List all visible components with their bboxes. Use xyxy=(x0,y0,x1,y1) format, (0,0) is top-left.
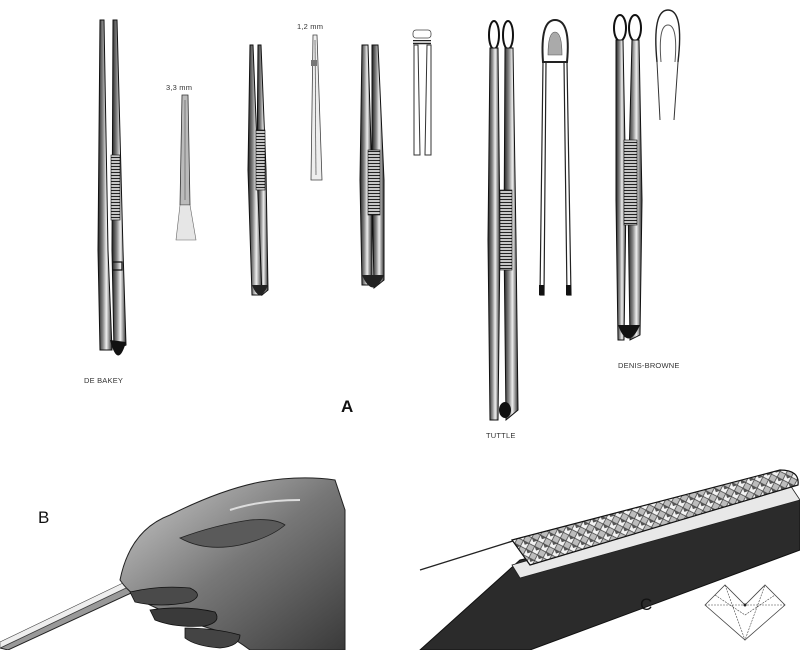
panel-letter-c: C xyxy=(640,595,652,615)
diamond-pattern-icon xyxy=(705,585,785,640)
tip-detail-cup-icon xyxy=(413,30,431,155)
label-de-bakey: DE BAKEY xyxy=(84,376,123,385)
de-bakey-forceps-icon xyxy=(98,20,126,356)
label-denis-browne: DENIS-BROWNE xyxy=(618,361,680,370)
dissecting-forceps-icon xyxy=(248,45,268,295)
panel-b-hand-grip: B xyxy=(0,470,345,650)
label-tuttle: TUTTLE xyxy=(486,431,516,440)
serrated-handle-illustration xyxy=(420,470,800,650)
tuttle-tip-detail-icon xyxy=(539,20,571,295)
tip-detail-1-2mm-icon xyxy=(311,35,322,180)
panel-a-forceps-types: DE BAKEY 3,3 mm 1,2 mm TUTTLE DENIS-BROW… xyxy=(0,0,800,470)
panel-c-handle-detail: C xyxy=(420,470,800,650)
denis-browne-forceps-icon xyxy=(614,15,642,340)
label-size-1-2mm: 1,2 mm xyxy=(297,22,323,31)
denis-browne-tip-detail-icon xyxy=(656,10,680,120)
serrated-forceps-icon xyxy=(360,45,384,288)
panel-letter-b: B xyxy=(38,508,49,528)
tip-detail-3-3mm-icon xyxy=(176,95,196,240)
forceps-drawings xyxy=(0,0,800,470)
panel-letter-a: A xyxy=(341,397,353,417)
label-size-3-3mm: 3,3 mm xyxy=(166,83,192,92)
tuttle-forceps-icon xyxy=(488,21,518,420)
hand-grip-illustration xyxy=(0,470,345,650)
